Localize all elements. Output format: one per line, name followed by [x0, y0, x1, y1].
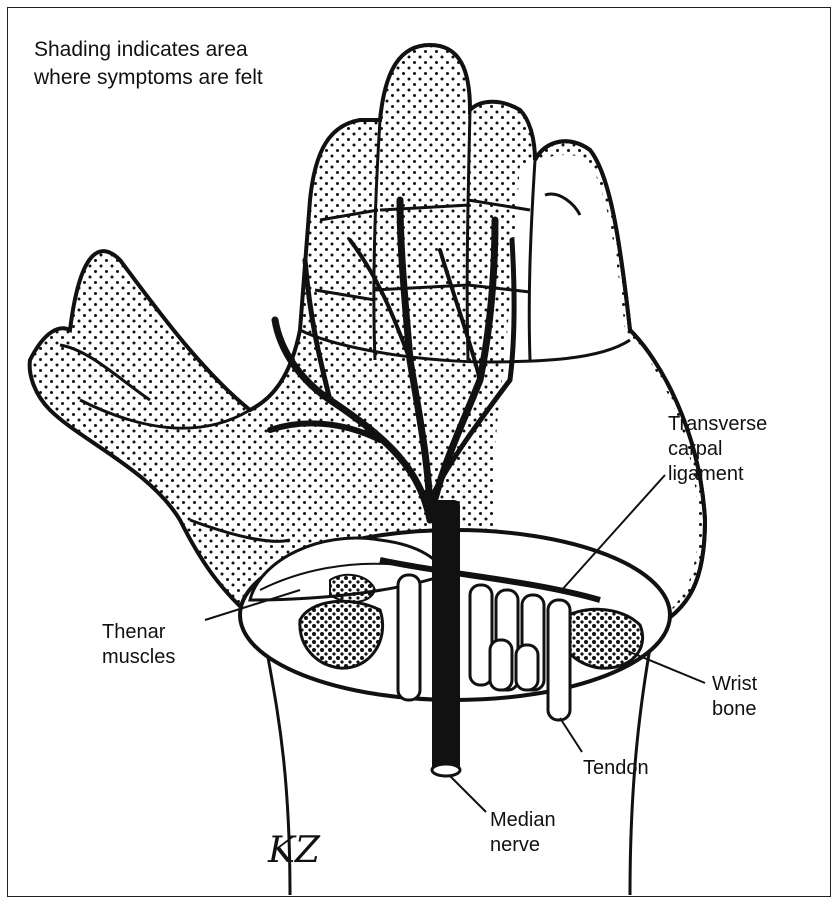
label-line: nerve [490, 833, 556, 858]
figure-caption: Shading indicates area where symptoms ar… [34, 36, 263, 92]
caption-line-2: where symptoms are felt [34, 64, 263, 92]
artist-signature: KZ [268, 830, 320, 871]
caption-line-1: Shading indicates area [34, 36, 263, 64]
label-median-nerve: Median nerve [490, 808, 556, 858]
label-line: muscles [102, 645, 175, 670]
label-transverse-carpal-ligament: Transverse carpal ligament [668, 412, 767, 487]
label-line: Thenar [102, 620, 175, 645]
label-wrist-bone: Wrist bone [712, 672, 757, 722]
label-tendon: Tendon [583, 756, 649, 781]
label-line: Wrist [712, 672, 757, 697]
label-line: bone [712, 697, 757, 722]
label-line: Median [490, 808, 556, 833]
label-line: Tendon [583, 756, 649, 781]
leader-tendon [560, 718, 582, 752]
leader-median-nerve [450, 776, 486, 812]
label-line: Transverse [668, 412, 767, 437]
label-line: carpal [668, 437, 767, 462]
label-thenar-muscles: Thenar muscles [102, 620, 175, 670]
leader-wrist-bone [625, 650, 705, 683]
median-nerve-trunk [432, 500, 460, 776]
label-line: ligament [668, 462, 767, 487]
